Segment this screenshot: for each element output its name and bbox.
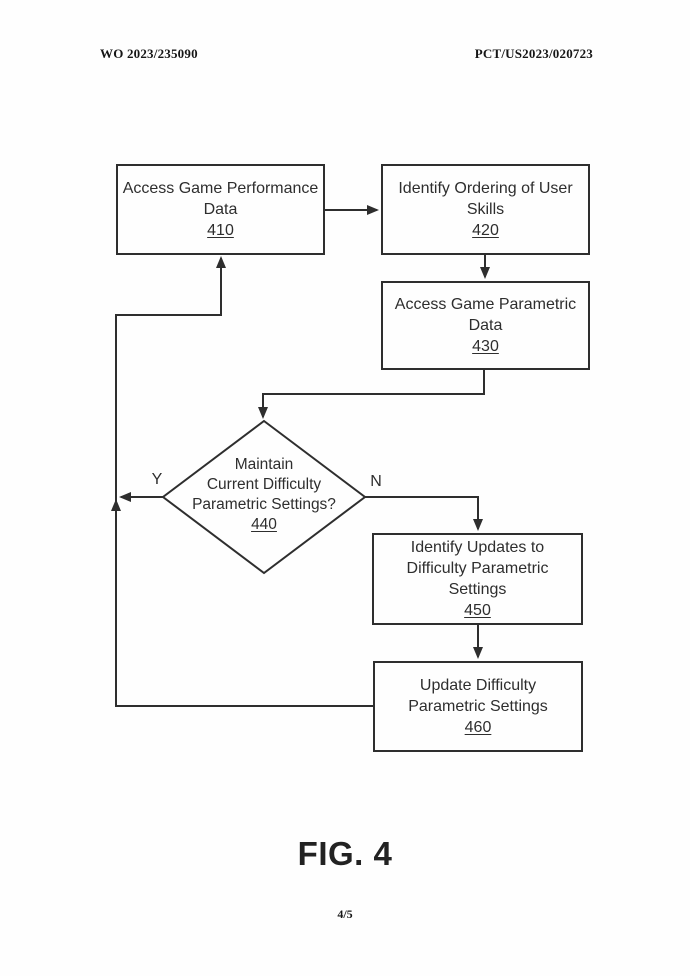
node-460-ref: 460	[464, 719, 492, 736]
node-460-line2: Parametric Settings	[408, 698, 548, 715]
node-430-line2: Data	[468, 317, 503, 334]
patent-publication-number: WO 2023/235090	[100, 46, 198, 61]
node-420-ref: 420	[472, 222, 499, 239]
edge-440-no-450	[365, 496, 483, 531]
node-440-line2: Current Difficulty	[206, 476, 322, 493]
decision-diamond-shape	[161, 419, 367, 575]
flow-node-420: Identify Ordering of User Skills 420	[381, 164, 590, 255]
node-410-ref: 410	[207, 222, 234, 239]
feedback-merge-arrowhead	[111, 499, 121, 511]
node-420-line1: Identify Ordering of User	[398, 180, 573, 197]
flow-node-450: Identify Updates to Difficulty Parametri…	[372, 533, 583, 625]
branch-label-no: N	[370, 473, 382, 490]
node-450-ref: 450	[464, 602, 491, 619]
node-430-line1: Access Game Parametric	[394, 296, 577, 313]
node-450-line1: Identify Updates to	[410, 539, 545, 556]
node-440-line3: Parametric Settings?	[192, 496, 336, 513]
branch-label-yes: Y	[151, 471, 163, 488]
node-450-line3: Settings	[448, 581, 507, 598]
edge-430-440	[258, 370, 485, 419]
node-440-ref: 440	[251, 516, 277, 533]
node-430-ref: 430	[472, 338, 499, 355]
patent-application-number: PCT/US2023/020723	[474, 46, 593, 61]
node-410-line2: Data	[203, 201, 238, 218]
sheet-number: 4/5	[337, 907, 353, 921]
node-440-line1: Maintain	[234, 456, 294, 473]
flow-node-410: Access Game Performance Data 410	[116, 164, 325, 255]
flow-node-440-text: Maintain Current Difficulty Parametric S…	[174, 455, 354, 535]
node-410-line1: Access Game Performance	[122, 180, 319, 197]
node-450-line2: Difficulty Parametric	[406, 560, 549, 577]
node-460-line1: Update Difficulty	[419, 677, 537, 694]
flow-node-460: Update Difficulty Parametric Settings 46…	[373, 661, 583, 752]
node-420-line2: Skills	[466, 201, 505, 218]
edge-460-feedback-410	[115, 256, 373, 707]
figure-label: FIG. 4	[297, 835, 393, 872]
flow-node-430: Access Game Parametric Data 430	[381, 281, 590, 370]
